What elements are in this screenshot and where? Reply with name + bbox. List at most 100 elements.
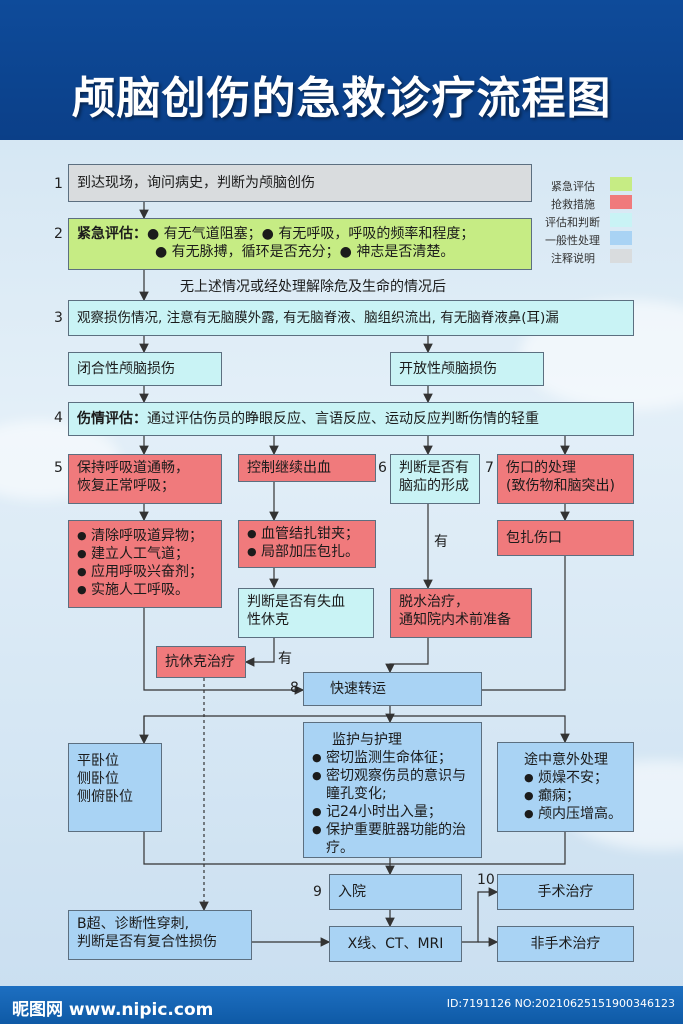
surgery-text: 手术治疗 [537,884,594,900]
step-number: 9 [313,884,322,900]
legend-label: 一般性处理 [545,234,600,247]
airway-action-item: 清除呼吸道异物； [77,527,213,545]
legend-label: 注释说明 [551,252,595,265]
legend-label: 评估和判断 [545,216,600,229]
bscan-box: B超、诊断性穿刺, 判断是否有复合性损伤 [68,910,252,960]
airway-action-item: 应用呼吸兴奋剂； [77,563,213,581]
step2-label: 紧急评估： [77,226,147,242]
wound-box: 伤口的处理 (致伤物和脑突出) [497,454,634,504]
step-number: 7 [485,460,494,476]
shock-judge-line1: 判断是否有失血 [247,594,345,610]
dehydrate-box: 脱水治疗， 通知院内术前准备 [390,588,532,638]
bleed-control-box: 控制继续出血 [238,454,376,482]
legend-swatch-red [610,195,632,209]
step4-label: 伤情评估： [77,411,147,427]
hernia-line1: 判断是否有 [399,460,469,476]
airway-line2: 恢复正常呼吸； [77,478,175,494]
position-item: 平卧位 [77,753,119,769]
transfer-box: 快速转运 [303,672,482,706]
step-number: 4 [54,410,63,426]
bleed-actions-box: 血管结扎钳夹； 局部加压包扎。 [238,520,376,568]
accident-title: 途中意外处理 [524,752,608,768]
bscan-line2: 判断是否有复合性损伤 [77,934,217,950]
header-banner [0,0,683,140]
position-item: 侧卧位 [77,771,119,787]
step4-injury-assessment-box: 伤情评估：通过评估伤员的睁眼反应、言语反应、运动反应判断伤情的轻重 [68,402,634,436]
accident-item: 烦燥不安； [524,769,625,787]
step-number: 1 [54,176,63,192]
watermark-id: ID:7191126 NO:20210625151900346123 [446,997,675,1010]
non-surgery-text: 非手术治疗 [530,936,601,952]
position-box: 平卧位 侧卧位 侧俯卧位 [68,743,162,832]
bandage-text: 包扎伤口 [506,530,562,546]
step2-line1: ● 有无气道阻塞；● 有无呼吸，呼吸的频率和程度； [147,226,475,242]
step4-text: 通过评估伤员的睁眼反应、言语反应、运动反应判断伤情的轻重 [147,411,539,427]
accident-item: 颅内压增高。 [524,805,625,823]
airway-line1: 保持呼吸道通畅， [77,460,189,476]
accident-box: 途中意外处理 烦燥不安； 癫痫； 颅内压增高。 [497,742,634,832]
open-injury-text: 开放性颅脑损伤 [399,361,497,377]
admit-box: 入院 [329,874,462,910]
dehydrate-line2: 通知院内术前准备 [399,612,511,628]
legend-swatch-blue [610,231,632,245]
step-number: 5 [54,460,63,476]
monitor-box: 监护与护理 密切监测生命体征； 密切观察伤员的意识与瞳孔变化; 记24小时出入量… [303,722,482,858]
step1-text: 到达现场，询问病史，判断为颅脑创伤 [77,175,315,191]
bscan-line1: B超、诊断性穿刺, [77,916,190,932]
accident-item: 癫痫； [524,787,625,805]
step-number: 3 [54,310,63,326]
watermark-site: 昵图网 www.nipic.com [12,1000,214,1020]
bleed-control-text: 控制继续出血 [247,460,331,476]
shock-yes-label: 有 [278,651,292,667]
admit-text: 入院 [338,884,366,900]
position-item: 侧俯卧位 [77,789,133,805]
anti-shock-text: 抗休克治疗 [165,654,235,670]
step1-box: 到达现场，询问病史，判断为颅脑创伤 [68,164,532,202]
dehydrate-line1: 脱水治疗， [399,594,469,610]
airway-action-item: 建立人工气道； [77,545,213,563]
airway-action-item: 实施人工呼吸。 [77,581,213,599]
legend-swatch-gray [610,249,632,263]
monitor-item: 记24小时出入量； [312,803,473,821]
note-after-step2: 无上述情况或经处理解除危及生命的情况后 [180,279,446,295]
legend-swatch-green [610,177,632,191]
open-injury-box: 开放性颅脑损伤 [390,352,544,386]
step3-text: 观察损伤情况, 注意有无脑膜外露, 有无脑脊液、脑组织流出, 有无脑脊液鼻(耳)… [77,310,559,326]
airway-box: 保持呼吸道通畅， 恢复正常呼吸； [68,454,222,504]
bleed-action-item: 血管结扎钳夹； [247,525,367,543]
step2-emergency-assessment-box: 紧急评估：● 有无气道阻塞；● 有无呼吸，呼吸的频率和程度； ● 有无脉搏，循环… [68,218,532,270]
hernia-yes-label: 有 [434,534,448,550]
imaging-box: X线、CT、MRI [329,926,462,962]
imaging-text: X线、CT、MRI [347,936,444,952]
shock-judge-line2: 性休克 [247,612,289,628]
surgery-box: 手术治疗 [497,874,634,910]
legend-label: 紧急评估 [551,180,595,193]
anti-shock-box: 抗休克治疗 [156,646,246,678]
step-number: 10 [477,872,495,888]
monitor-item: 密切观察伤员的意识与瞳孔变化; [312,767,473,803]
monitor-item: 密切监测生命体征； [312,749,473,767]
airway-actions-box: 清除呼吸道异物； 建立人工气道； 应用呼吸兴奋剂； 实施人工呼吸。 [68,520,222,608]
legend-label: 抢救措施 [551,198,595,211]
monitor-title: 监护与护理 [332,732,402,748]
closed-injury-text: 闭合性颅脑损伤 [77,361,175,377]
bandage-box: 包扎伤口 [497,520,634,556]
page-title: 颅脑创伤的急救诊疗流程图 [71,73,612,124]
footer-watermark-bar [0,986,683,1024]
step-number: 8 [290,680,299,696]
non-surgery-box: 非手术治疗 [497,926,634,962]
transfer-text: 快速转运 [330,681,386,697]
bleed-action-item: 局部加压包扎。 [247,543,367,561]
step-number: 2 [54,226,63,242]
closed-injury-box: 闭合性颅脑损伤 [68,352,222,386]
monitor-item: 保护重要脏器功能的治疗。 [312,821,473,857]
legend-swatch-cyan [610,213,632,227]
step-number: 6 [378,460,387,476]
shock-judge-box: 判断是否有失血 性休克 [238,588,374,638]
hernia-line2: 脑疝的形成 [399,478,469,494]
step2-line2: ● 有无脉搏，循环是否充分；● 神志是否清楚。 [155,244,455,260]
hernia-judge-box: 判断是否有 脑疝的形成 [390,454,480,504]
wound-line2: (致伤物和脑突出) [506,478,615,494]
